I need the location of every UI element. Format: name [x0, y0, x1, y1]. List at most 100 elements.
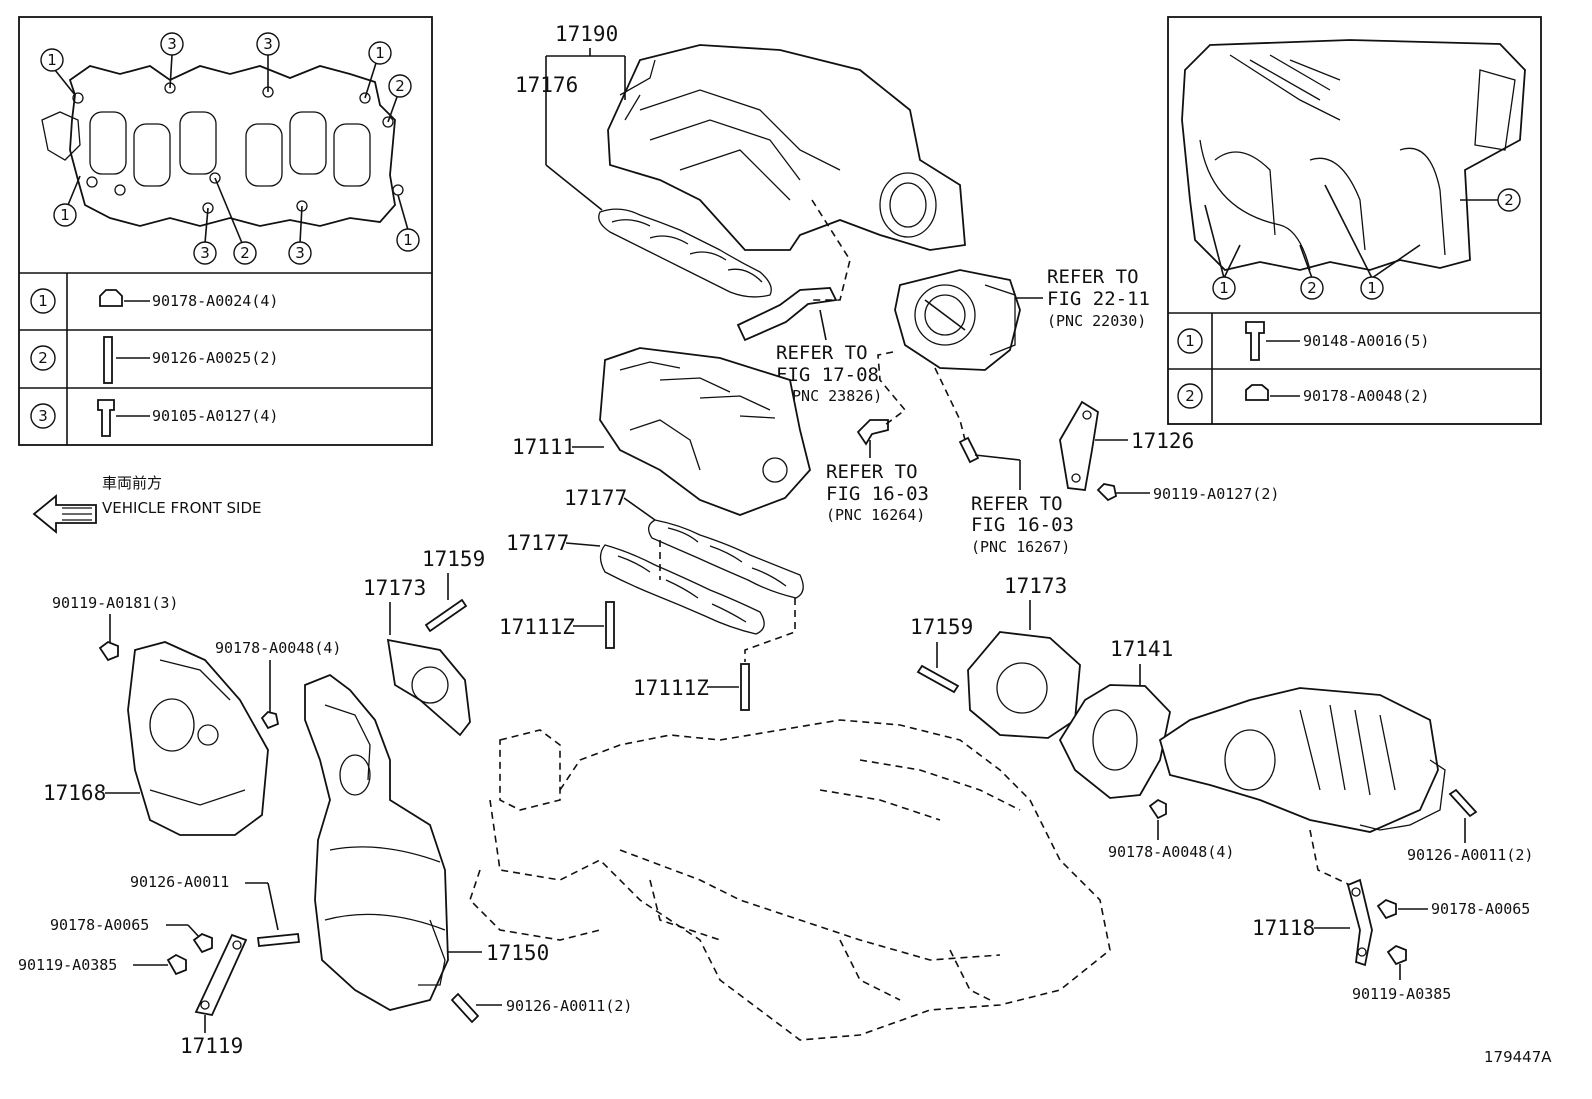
part-17141-label: 17141 — [1110, 637, 1173, 661]
lower-intake-manifold — [599, 347, 811, 516]
vehicle-front-indicator: 車両前方 VEHICLE FRONT SIDE — [32, 474, 262, 534]
part-17159-left-label: 17159 — [422, 547, 485, 571]
bolt-icon — [1096, 483, 1118, 502]
part-17119-label: 17119 — [180, 1034, 243, 1058]
nut-icon — [260, 711, 280, 730]
refer-17-08-line2: FIG 17-08 — [776, 364, 879, 386]
nut-icon — [1376, 898, 1397, 920]
part-90126-a0011-label: 90126-A0011 — [130, 873, 229, 891]
stud-17111z-b — [740, 663, 750, 711]
part-17111-label: 17111 — [512, 435, 575, 459]
nut-icon — [99, 289, 123, 307]
part-17176-label: 17176 — [515, 73, 578, 97]
refer-16-03a-line2: FIG 16-03 — [826, 483, 929, 505]
stud-icon — [256, 933, 301, 947]
stud-17159-left — [424, 598, 468, 633]
exhaust-gasket-17173-left — [386, 638, 471, 737]
legend-key-3: 3 — [38, 407, 48, 425]
part-90178-a0065-left-label: 90178-A0065 — [50, 916, 149, 934]
part-17150-label: 17150 — [486, 941, 549, 965]
intake-gasket-drawing — [41, 65, 404, 227]
part-90126-a0011-2-left-label: 90126-A0011(2) — [506, 997, 632, 1015]
part-17118-label: 17118 — [1252, 916, 1315, 940]
legend-key-1: 1 — [38, 292, 48, 310]
exhaust-manifold-left — [304, 673, 449, 1011]
part-17177a-label: 17177 — [564, 486, 627, 510]
stud-17111z-a — [605, 601, 615, 649]
part-90119-a0385-right-label: 90119-A0385 — [1352, 985, 1451, 1003]
callout-3: 3 — [295, 244, 305, 262]
legend-key-1: 1 — [1185, 332, 1195, 350]
part-90178-a0048-left-label: 90178-A0048(4) — [215, 639, 341, 657]
bolt-icon — [1386, 944, 1407, 966]
nut-icon — [1148, 798, 1167, 820]
callout-1: 1 — [60, 206, 70, 224]
legend-part-2: 90178-A0048(2) — [1303, 387, 1429, 405]
direction-jp: 車両前方 — [102, 474, 162, 492]
right-inset-legend: 1 90148-A0016(5) 2 90178-A0048(2) — [1177, 321, 1429, 409]
hose-fitting — [958, 436, 980, 464]
legend-part-1: 90178-A0024(4) — [152, 292, 278, 310]
part-90178-a0065-right-label: 90178-A0065 — [1431, 900, 1530, 918]
callout-2: 2 — [240, 244, 250, 262]
part-17173-left-label: 17173 — [363, 576, 426, 600]
gasket-17177-lower — [599, 544, 765, 635]
upper-intake-manifold — [607, 44, 966, 251]
callout-2: 2 — [1307, 279, 1317, 297]
callout-1: 1 — [1219, 279, 1229, 297]
refer-17-08-line1: REFER TO — [776, 342, 868, 364]
left-inset-legend: 1 90178-A0024(4) 2 90126-A0025(2) 3 9010… — [30, 288, 278, 437]
engine-block-outline — [469, 719, 1111, 1041]
part-17177b-label: 17177 — [506, 531, 569, 555]
left-inset-callouts: 1 3 3 1 2 1 3 2 3 1 — [40, 32, 420, 265]
refer-22-11-line2: FIG 22-11 — [1047, 288, 1150, 310]
part-90126-a0011-2-right-label: 90126-A0011(2) — [1407, 846, 1533, 864]
illustration-id: 179447A — [1484, 1048, 1552, 1066]
legend-part-2: 90126-A0025(2) — [152, 349, 278, 367]
callout-3: 3 — [200, 244, 210, 262]
refer-17-08-pnc: (PNC 23826) — [783, 387, 882, 405]
part-17126-label: 17126 — [1131, 429, 1194, 453]
stay-17119 — [194, 933, 248, 1017]
stud-icon — [450, 992, 480, 1024]
part-17111z-a-label: 17111Z — [499, 615, 575, 639]
nut-icon — [192, 932, 213, 954]
stud-icon — [1448, 788, 1478, 818]
part-90119-a0385-left-label: 90119-A0385 — [18, 956, 117, 974]
legend-key-2: 2 — [38, 349, 48, 367]
legend-part-1: 90148-A0016(5) — [1303, 332, 1429, 350]
part-17111z-b-label: 17111Z — [633, 676, 709, 700]
heat-insulator-17168 — [127, 641, 269, 836]
refer-22-11-pnc: (PNC 22030) — [1047, 312, 1146, 330]
part-17168-label: 17168 — [43, 781, 106, 805]
part-90119-a0181-label: 90119-A0181(3) — [52, 594, 178, 612]
legend-key-2: 2 — [1185, 387, 1195, 405]
gasket-17177-upper — [648, 519, 804, 599]
stay-17118 — [1346, 878, 1373, 967]
refer-16-03b-line1: REFER TO — [971, 493, 1063, 515]
nut-icon — [1245, 384, 1269, 401]
refer-22-11-line1: REFER TO — [1047, 266, 1139, 288]
refer-16-03b-pnc: (PNC 16267) — [971, 538, 1070, 556]
air-hose — [736, 287, 838, 342]
callout-3: 3 — [167, 35, 177, 53]
callout-2: 2 — [1504, 191, 1514, 209]
refer-16-03b-line2: FIG 16-03 — [971, 514, 1074, 536]
callout-3: 3 — [263, 35, 273, 53]
manifold-gasket-17176 — [598, 208, 772, 298]
callout-1: 1 — [375, 44, 385, 62]
right-inset: 1 2 1 2 1 90148-A0016(5) 2 90178-A0048(2… — [1167, 16, 1542, 425]
intake-manifold-top-view — [1181, 39, 1526, 271]
part-17159-right-label: 17159 — [910, 615, 973, 639]
bolt-icon — [1245, 321, 1265, 361]
bolt-icon — [166, 953, 187, 976]
part-90119-a0127-label: 90119-A0127(2) — [1153, 485, 1279, 503]
callout-2: 2 — [395, 77, 405, 95]
callout-1: 1 — [47, 51, 57, 69]
legend-part-3: 90105-A0127(4) — [152, 407, 278, 425]
right-inset-callouts: 1 2 1 2 — [1204, 184, 1521, 300]
exhaust-manifold-right — [1058, 684, 1446, 833]
part-17173-right-label: 17173 — [1004, 574, 1067, 598]
part-17190-label: 17190 — [555, 22, 618, 46]
